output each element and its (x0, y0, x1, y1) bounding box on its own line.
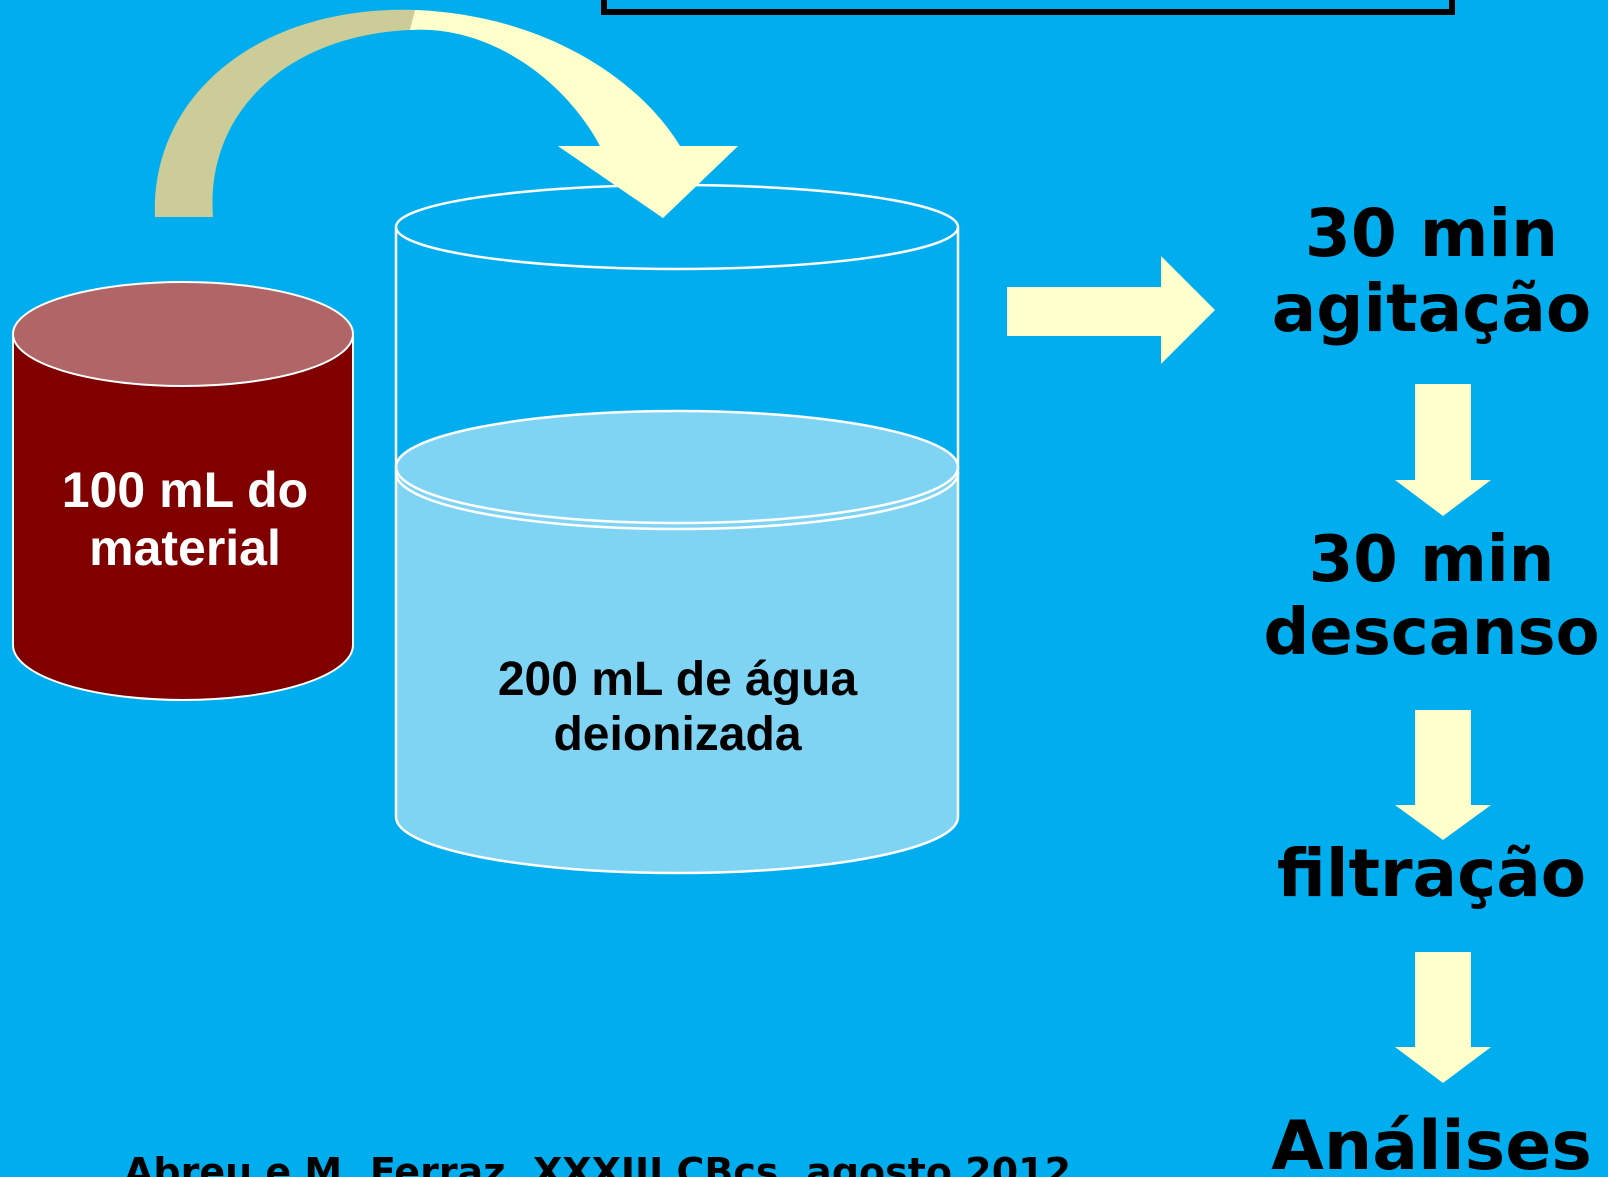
step-rest-label: descanso (1263, 595, 1600, 670)
material-label-line1: 100 mL do (61, 462, 309, 518)
material-cylinder (12, 281, 354, 701)
down-arrow-1 (1395, 384, 1491, 516)
step-agitation-label: agitação (1271, 270, 1592, 348)
down-arrow-3 (1395, 952, 1491, 1083)
title-box (601, 0, 1455, 15)
curved-arrow-head (558, 146, 738, 218)
right-arrow (1007, 256, 1215, 364)
step-filtration: filtração (1276, 835, 1587, 912)
step-agitation-time: 30 min (1304, 195, 1559, 272)
citation: Abreu e M. Ferraz, XXXIII CBcs, agosto 2… (124, 1150, 1072, 1177)
water-label: 200 mL de água deionizada (400, 652, 955, 762)
step-analysis: Análises (1271, 1107, 1592, 1177)
water-label-line1: 200 mL de água (497, 653, 858, 706)
down-arrow-2 (1395, 710, 1491, 840)
step-rest-time: 30 min (1308, 523, 1555, 597)
water-beaker (394, 183, 960, 875)
water-label-line2: deionizada (553, 708, 802, 762)
step-rest: 30 min descanso (1255, 524, 1608, 670)
material-label-line2: material (89, 519, 281, 576)
step-agitation: 30 min agitação (1255, 195, 1608, 348)
material-label: 100 mL do material (20, 462, 350, 577)
